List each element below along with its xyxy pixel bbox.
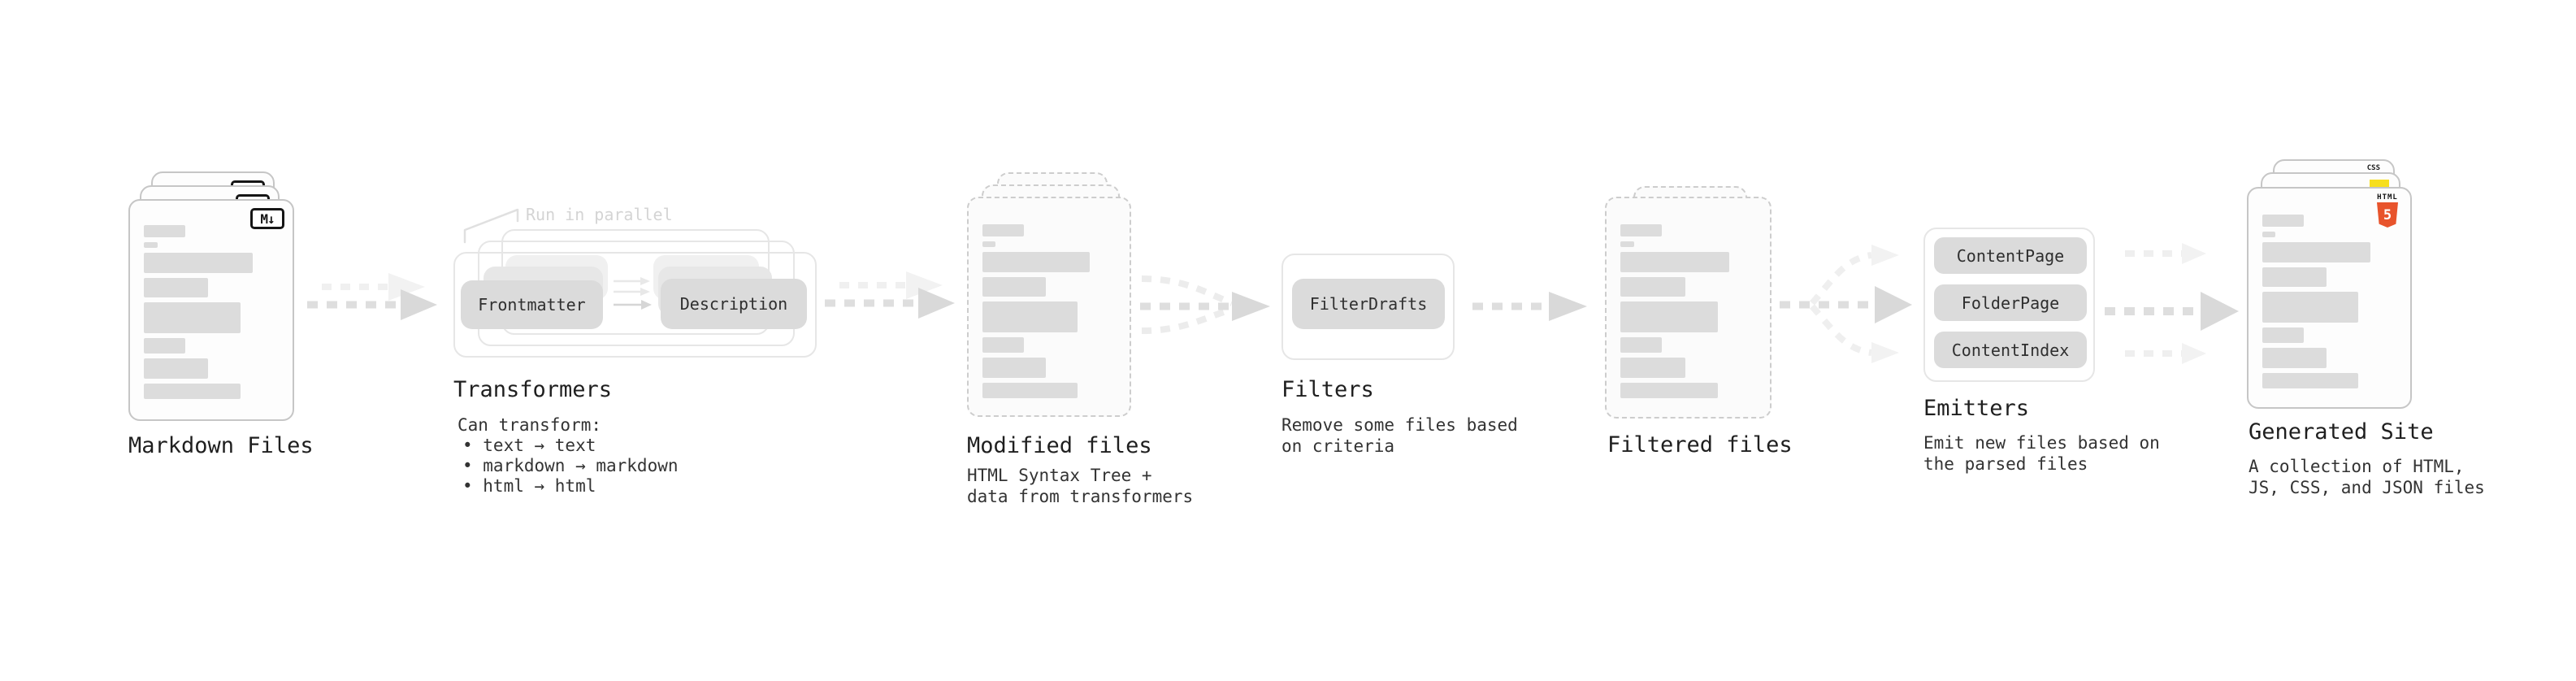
desc-line: on criteria	[1281, 436, 1395, 456]
flow-arrow-icon	[307, 273, 437, 320]
desc-line: A collection of HTML,	[2249, 457, 2465, 476]
desc-line: Can transform:	[458, 415, 602, 435]
document-content-placeholder	[1620, 224, 1755, 398]
filters-description: Remove some files based on criteria	[1281, 414, 1518, 457]
html5-caption: HTML	[2377, 193, 2398, 202]
transformer-pill-frontmatter: Frontmatter	[461, 280, 603, 329]
desc-line: JS, CSS, and JSON files	[2249, 478, 2485, 497]
document-content-placeholder	[982, 224, 1115, 398]
flow-arrow-icon	[1472, 292, 1587, 321]
fanout-arrow-icon	[1780, 245, 1912, 363]
filtered-files-label: Filtered files	[1607, 432, 1793, 458]
markdown-icon: M↓	[250, 208, 284, 229]
desc-line: HTML Syntax Tree +	[967, 466, 1152, 485]
markdown-file-card: M↓	[128, 199, 294, 421]
flow-arrow-icon	[825, 271, 955, 319]
modified-files-label: Modified files	[967, 433, 1152, 458]
emitters-label: Emitters	[1923, 396, 2030, 421]
generated-site-label: Generated Site	[2249, 419, 2434, 445]
emitter-pill-folderpage: FolderPage	[1934, 284, 2087, 321]
html5-shield: 5	[2377, 202, 2398, 228]
site-file-card-html: HTML 5	[2247, 187, 2412, 409]
modified-files-description: HTML Syntax Tree + data from transformer…	[967, 465, 1193, 507]
parallel-arrows-icon	[614, 277, 652, 310]
html5-icon: HTML 5	[2374, 193, 2401, 228]
filtered-file-card	[1605, 197, 1772, 419]
desc-line: Emit new files based on	[1923, 433, 2160, 453]
filters-label: Filters	[1281, 377, 1374, 402]
emitters-description: Emit new files based on the parsed files	[1923, 432, 2160, 475]
desc-line: data from transformers	[967, 487, 1194, 506]
emitter-pill-contentpage: ContentPage	[1934, 237, 2087, 274]
transformers-description: Can transform: • text → text • markdown …	[458, 415, 679, 497]
desc-bullet: • text → text	[462, 436, 596, 455]
transformers-label: Transformers	[453, 377, 613, 402]
markdown-files-label: Markdown Files	[128, 433, 314, 458]
triple-arrow-icon	[2105, 243, 2239, 364]
transformers-box	[453, 252, 817, 358]
transformer-pill-description: Description	[661, 279, 807, 329]
note-leader-line	[463, 208, 519, 244]
modified-file-card	[967, 197, 1131, 417]
desc-line: the parsed files	[1923, 454, 2088, 474]
desc-line: Remove some files based	[1281, 415, 1518, 435]
filter-pill-filterdrafts: FilterDrafts	[1292, 279, 1445, 329]
desc-bullet: • html → html	[462, 476, 596, 496]
document-content-placeholder	[144, 225, 278, 399]
emitter-pill-contentindex: ContentIndex	[1934, 332, 2087, 368]
run-in-parallel-note: Run in parallel	[526, 205, 673, 224]
merge-arrow-icon	[1140, 275, 1270, 334]
document-content-placeholder	[2262, 215, 2396, 388]
generated-site-description: A collection of HTML, JS, CSS, and JSON …	[2249, 456, 2485, 498]
desc-bullet: • markdown → markdown	[462, 456, 679, 475]
